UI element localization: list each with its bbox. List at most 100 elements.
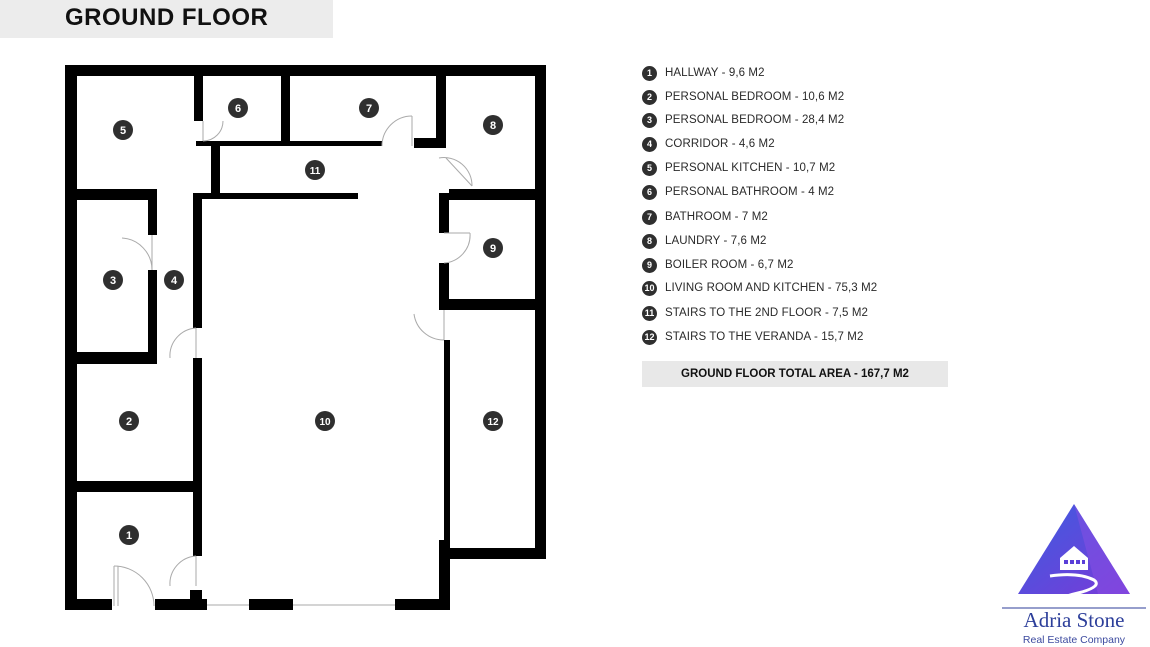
wall-h-8-bottom bbox=[449, 189, 546, 200]
legend-item: 4 CORRIDOR - 4,6 M2 bbox=[642, 135, 775, 153]
room-marker-number: 8 bbox=[490, 120, 496, 132]
wall-v-10-left-top bbox=[193, 193, 202, 328]
house-triangle-icon bbox=[1002, 504, 1146, 609]
wall-bottom-2 bbox=[155, 599, 207, 610]
room-marker-number: 12 bbox=[487, 417, 499, 428]
room-marker-9: 9 bbox=[483, 238, 503, 258]
door-6 bbox=[202, 120, 224, 142]
room-number-badge: 10 bbox=[642, 280, 657, 296]
door-7 bbox=[381, 115, 413, 147]
room-label: HALLWAY - 9,6 M2 bbox=[665, 67, 765, 79]
wall-v-6-left bbox=[194, 76, 203, 121]
legend-item: 1 HALLWAY - 9,6 M2 bbox=[642, 64, 765, 82]
wall-bottom-1 bbox=[65, 599, 112, 610]
title-bar: GROUND FLOOR bbox=[0, 0, 333, 38]
wall-h-5-bottom bbox=[65, 189, 157, 200]
wall-v-12-left bbox=[444, 340, 450, 540]
door-10-left bbox=[169, 327, 197, 359]
room-number-badge: 3 bbox=[642, 112, 657, 128]
legend-item: 2 PERSONAL BEDROOM - 10,6 M2 bbox=[642, 88, 844, 106]
wall-h-9-bottom bbox=[449, 299, 546, 310]
room-label: BATHROOM - 7 M2 bbox=[665, 211, 768, 223]
room-marker-number: 11 bbox=[310, 166, 321, 177]
wall-v-3-right-top bbox=[148, 193, 157, 235]
room-marker-number: 4 bbox=[171, 275, 178, 287]
room-marker-circle bbox=[305, 160, 325, 180]
total-area-label: GROUND FLOOR TOTAL AREA - 167,7 M2 bbox=[681, 368, 909, 380]
room-marker-number: 6 bbox=[235, 103, 241, 115]
room-label: STAIRS TO THE VERANDA - 15,7 M2 bbox=[665, 331, 864, 343]
wall-v-9-left-bottom bbox=[439, 263, 449, 310]
room-number-badge: 1 bbox=[642, 65, 657, 81]
wall-v-6-right bbox=[281, 76, 290, 143]
room-marker-circle bbox=[113, 120, 133, 140]
wall-h-6-bottom bbox=[196, 141, 382, 146]
room-marker-5: 5 bbox=[113, 120, 133, 140]
room-marker-circle bbox=[359, 98, 379, 118]
wall-v-7-right bbox=[436, 76, 446, 148]
wall-step bbox=[439, 540, 450, 610]
wall-v-10-left-bottom bbox=[193, 358, 202, 556]
legend-item: 7 BATHROOM - 7 M2 bbox=[642, 208, 768, 226]
wall-left bbox=[65, 65, 77, 610]
legend-item: 8 LAUNDRY - 7,6 M2 bbox=[642, 232, 767, 250]
room-label: CORRIDOR - 4,6 M2 bbox=[665, 138, 775, 150]
room-number-badge: 4 bbox=[642, 136, 657, 152]
room-marker-circle bbox=[483, 238, 503, 258]
total-area-box: GROUND FLOOR TOTAL AREA - 167,7 M2 bbox=[642, 361, 948, 387]
wall-bottom-3 bbox=[249, 599, 293, 610]
wall-v-9-left-top bbox=[439, 193, 449, 233]
room-label: PERSONAL BEDROOM - 28,4 M2 bbox=[665, 114, 845, 126]
room-marker-number: 2 bbox=[126, 416, 132, 428]
door-8 bbox=[438, 157, 473, 187]
door-3 bbox=[121, 235, 153, 271]
room-marker-6: 6 bbox=[228, 98, 248, 118]
door-1-inner bbox=[169, 555, 197, 587]
room-marker-circle bbox=[228, 98, 248, 118]
room-marker-number: 9 bbox=[490, 243, 496, 255]
room-label: PERSONAL BEDROOM - 10,6 M2 bbox=[665, 91, 845, 103]
room-label: BOILER ROOM - 6,7 M2 bbox=[665, 259, 794, 271]
walls bbox=[65, 65, 546, 610]
room-marker-number: 10 bbox=[319, 417, 331, 428]
room-marker-2: 2 bbox=[119, 411, 139, 431]
wall-bottom-4 bbox=[395, 599, 450, 610]
room-number-badge: 2 bbox=[642, 89, 657, 105]
door-12 bbox=[413, 310, 445, 341]
room-marker-circle bbox=[103, 270, 123, 290]
wall-h-7-bottom bbox=[414, 138, 446, 148]
wall-top bbox=[65, 65, 546, 76]
room-number-badge: 7 bbox=[642, 209, 657, 225]
room-marker-7: 7 bbox=[359, 98, 379, 118]
room-marker-10: 10 bbox=[315, 411, 335, 431]
room-marker-number: 3 bbox=[110, 275, 116, 287]
wall-h-11-bottom bbox=[196, 193, 358, 199]
wall-h-2-bottom bbox=[65, 481, 202, 492]
room-marker-circle bbox=[164, 270, 184, 290]
room-number-badge: 11 bbox=[642, 305, 657, 321]
room-marker-11: 11 bbox=[305, 160, 325, 180]
room-label: LAUNDRY - 7,6 M2 bbox=[665, 235, 767, 247]
legend-item: 3 PERSONAL BEDROOM - 28,4 M2 bbox=[642, 111, 844, 129]
room-label: LIVING ROOM AND KITCHEN - 75,3 M2 bbox=[665, 282, 878, 294]
legend-item: 9 BOILER ROOM - 6,7 M2 bbox=[642, 256, 794, 274]
room-marker-1: 1 bbox=[119, 525, 139, 545]
room-marker-number: 5 bbox=[120, 125, 126, 137]
page-title: GROUND FLOOR bbox=[65, 4, 269, 31]
wall-v-3-right-bottom bbox=[148, 270, 157, 355]
wall-right bbox=[535, 65, 546, 559]
room-number-badge: 12 bbox=[642, 329, 657, 345]
room-label: PERSONAL BATHROOM - 4 M2 bbox=[665, 186, 835, 198]
room-marker-circle bbox=[483, 115, 503, 135]
wall-right-bottom bbox=[446, 548, 546, 559]
room-marker-8: 8 bbox=[483, 115, 503, 135]
wall-h-3-bottom bbox=[65, 352, 157, 364]
room-number-badge: 9 bbox=[642, 257, 657, 273]
room-number-badge: 8 bbox=[642, 233, 657, 249]
room-marker-12: 12 bbox=[483, 411, 503, 431]
